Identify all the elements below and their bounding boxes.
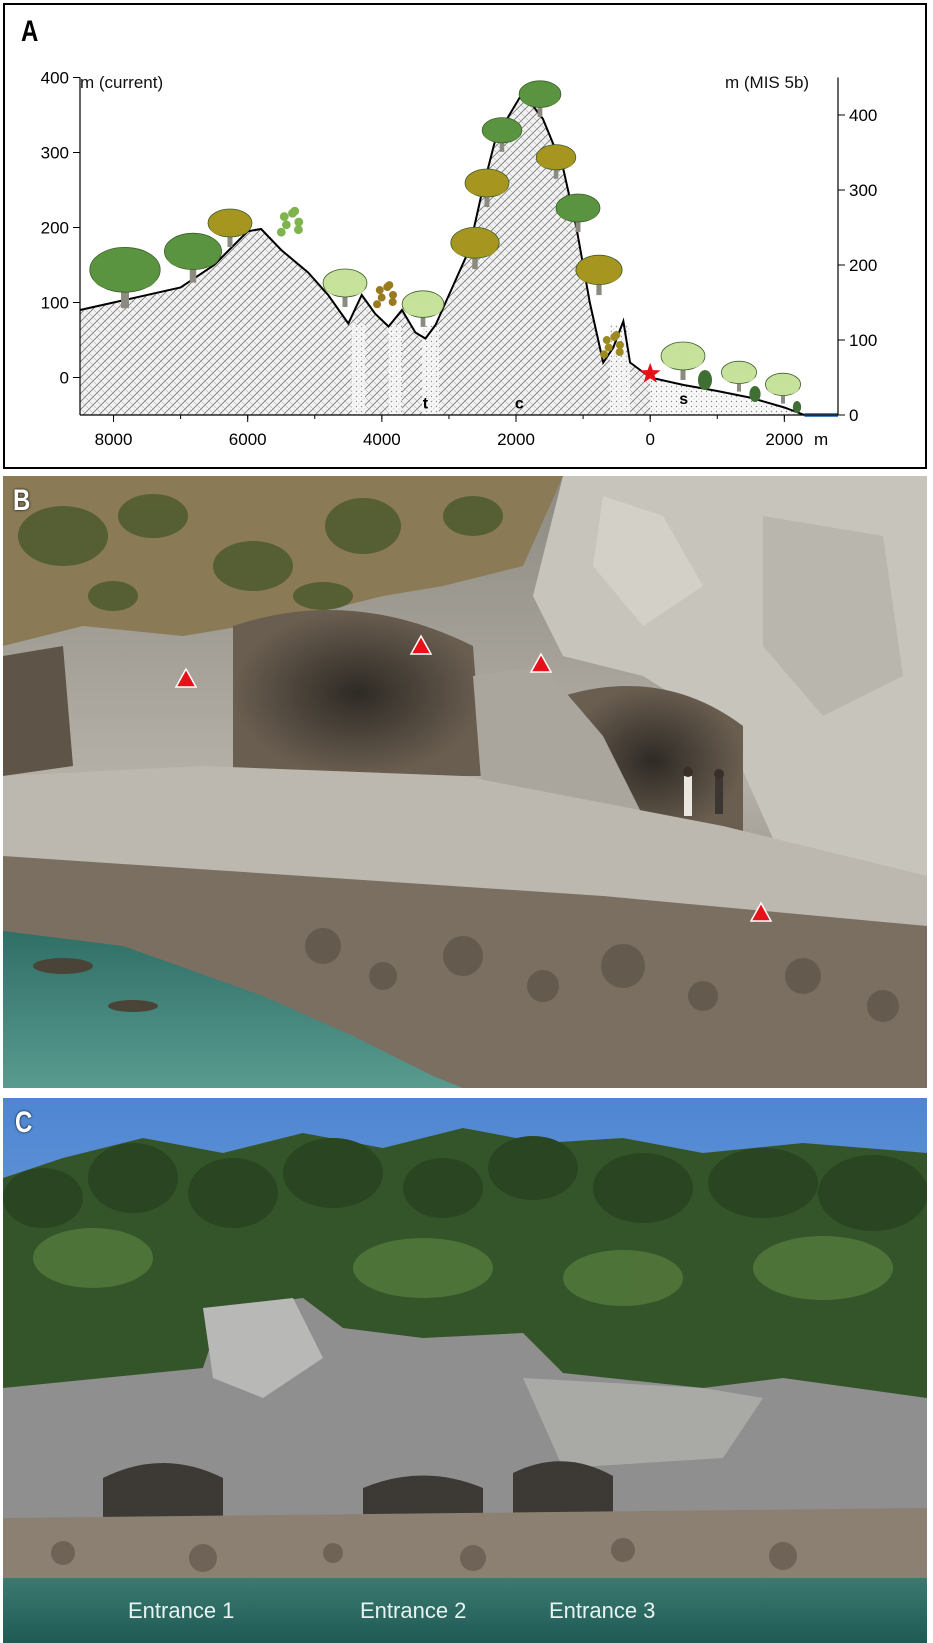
right-axis-tick-label: 200: [849, 256, 877, 275]
x-axis-tick-label: 8000: [95, 430, 133, 449]
right-axis-tick-label: 100: [849, 331, 877, 350]
right-axis-tick-label: 0: [849, 406, 858, 425]
coast-photo: C Entrance 1 Entrance 2 Entrance 3: [3, 1098, 927, 1643]
deposit-strip: [388, 325, 402, 415]
tree-icon: [575, 254, 623, 296]
shrub-icon: [600, 331, 624, 359]
panel-letter-b: B: [13, 484, 31, 517]
profile-letter-label: t: [423, 395, 429, 412]
x-axis-tick-label: 4000: [363, 430, 401, 449]
cliff-photo-illustration: [3, 476, 927, 1088]
profile-letter-label: c: [515, 395, 524, 412]
tree-icon: [464, 168, 510, 207]
entrance-label-3: Entrance 3: [549, 1598, 656, 1623]
people-figures: [683, 767, 724, 816]
entrance-label-1: Entrance 1: [128, 1598, 235, 1623]
panel-letter-a: A: [21, 15, 39, 48]
marker-triangle: [529, 652, 553, 673]
left-axis-tick-label: 400: [41, 69, 69, 88]
conifer-icon: [792, 401, 802, 413]
x-axis-tick-label: 6000: [229, 430, 267, 449]
x-axis-tick-label: 2000: [765, 430, 803, 449]
site-star-icon: [639, 362, 661, 383]
tree-icon: [660, 341, 706, 380]
left-axis-tick-label: 300: [41, 144, 69, 163]
entrance-label-2: Entrance 2: [360, 1598, 467, 1623]
x-axis-tick-label: 2000: [497, 430, 535, 449]
left-axis-tick-label: 100: [41, 294, 69, 313]
deposit-strip: [422, 325, 439, 415]
right-axis-tick-label: 400: [849, 106, 877, 125]
tree-icon: [518, 80, 562, 117]
marker-triangle: [749, 901, 773, 922]
panel-letter-c: C: [15, 1106, 33, 1139]
coast-photo-illustration: [3, 1098, 927, 1643]
tree-icon: [163, 232, 222, 283]
tree-icon: [765, 372, 802, 404]
conifer-icon: [698, 370, 712, 390]
tree-icon: [322, 268, 368, 307]
x-axis-tick-label: 0: [645, 430, 654, 449]
marker-triangle: [174, 667, 198, 688]
profile-letter-label: s: [679, 391, 688, 408]
deposit-strip: [609, 325, 631, 415]
tree-icon: [555, 193, 601, 232]
x-axis-unit-label: m: [814, 430, 828, 449]
tree-icon: [401, 290, 445, 327]
shrub-icon: [373, 281, 397, 309]
left-axis-tick-label: 200: [41, 219, 69, 238]
marker-triangle: [409, 634, 433, 655]
left-axis-tick-label: 0: [60, 369, 69, 388]
cliff-photo: B: [3, 476, 927, 1088]
tree-icon: [721, 360, 758, 392]
tree-icon: [207, 208, 253, 247]
tree-icon: [89, 246, 161, 309]
tree-icon: [450, 227, 500, 270]
right-axis-tick-label: 300: [849, 181, 877, 200]
deposit-strip: [351, 325, 366, 415]
tree-icon: [481, 117, 523, 152]
shrub-icon: [276, 206, 304, 237]
left-axis-title: m (current): [80, 73, 164, 92]
tree-icon: [535, 144, 577, 179]
conifer-icon: [749, 386, 761, 402]
right-axis-title: m (MIS 5b): [725, 73, 810, 92]
